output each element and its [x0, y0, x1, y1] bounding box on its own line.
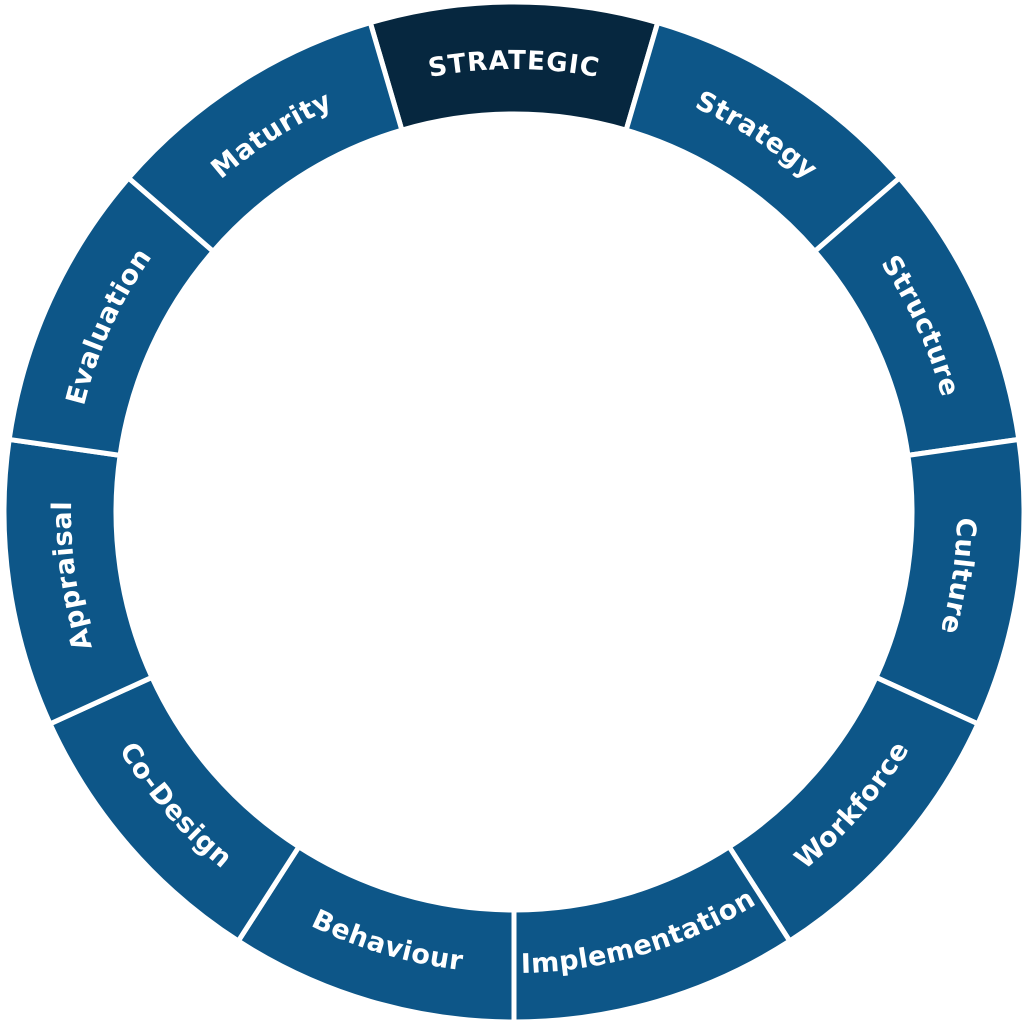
segment-maturity: [125, 19, 405, 255]
